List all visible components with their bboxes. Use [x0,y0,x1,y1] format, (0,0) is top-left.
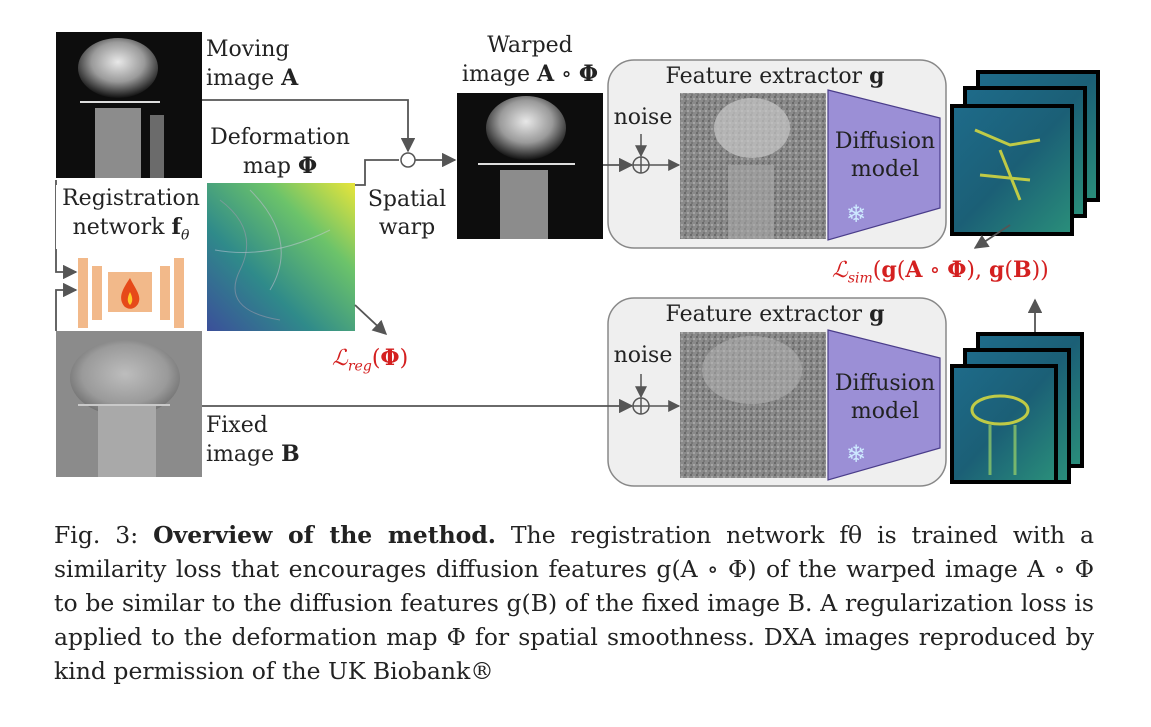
warped-image [457,93,603,239]
spatial-warp-label: Spatial warp [362,186,452,242]
feature-extractor-top-label: Feature extractor g [665,63,885,89]
figure-caption: Fig. 3: Overview of the method. The regi… [54,518,1094,688]
figure-graphics: ❄ ❄ [55,32,1100,487]
warped-label-line1: Warped [487,33,573,58]
caption-title: Overview of the method. [153,521,496,549]
fixed-image-b [56,331,202,477]
feature-maps-top [950,70,1100,236]
spatial-label-line1: Spatial [367,187,447,212]
warped-label: Warped image A ∘ Φ [440,32,620,89]
feature-extractor-bottom-label: Feature extractor g [665,301,885,327]
method-overview-figure: ❄ ❄ [55,32,1100,487]
registration-network-label: Registration network fθ [56,185,206,250]
spatial-label-line2: warp [378,215,436,240]
spatial-warp-node [400,152,416,168]
moving-label-line1: Moving [206,37,290,62]
moving-label: Moving image A [206,36,316,93]
diffusion-bottom-label: Diffusion model [826,370,944,426]
registration-network-image [56,245,202,331]
svg-text:❄: ❄ [846,200,866,228]
caption-prefix: Fig. 3: [54,521,154,549]
noise-bottom-label: noise [613,343,673,368]
deformation-map-phi [207,183,355,331]
noise-top-label: noise [613,105,673,130]
caption-body: The registration network fθ is trained w… [54,521,1102,685]
similarity-loss-label: ℒsim(g(A ∘ Φ), g(B)) [832,257,1049,287]
fixed-label-line2: image B [206,441,300,467]
regnet-label-line1: Registration [62,186,200,211]
diffusion-bottom-line1: Diffusion [834,371,936,396]
feature-extractor-bottom: ❄ [607,297,947,487]
regularization-loss-label: ℒreg(Φ) [332,345,409,375]
diffusion-bottom-line2: model [850,399,920,424]
diffusion-top-line1: Diffusion [834,129,936,154]
diffusion-top-line2: model [850,157,920,182]
moving-image-a [56,32,202,178]
warped-label-line2: image A ∘ Φ [461,61,599,87]
deformation-label: Deformation map Φ [200,124,360,181]
regnet-label-line2: network fθ [72,214,190,244]
deformation-label-line2: map Φ [242,153,318,179]
flow-arrows [55,99,1043,414]
fixed-label-line1: Fixed [206,413,268,438]
feature-extractor-top: ❄ [607,59,947,249]
svg-text:❄: ❄ [846,440,866,468]
moving-label-line2: image A [206,65,299,91]
fixed-label: Fixed image B [206,412,316,469]
diffusion-top-label: Diffusion model [826,128,944,184]
deformation-label-line1: Deformation [210,125,350,150]
feature-maps-bottom [950,332,1084,484]
